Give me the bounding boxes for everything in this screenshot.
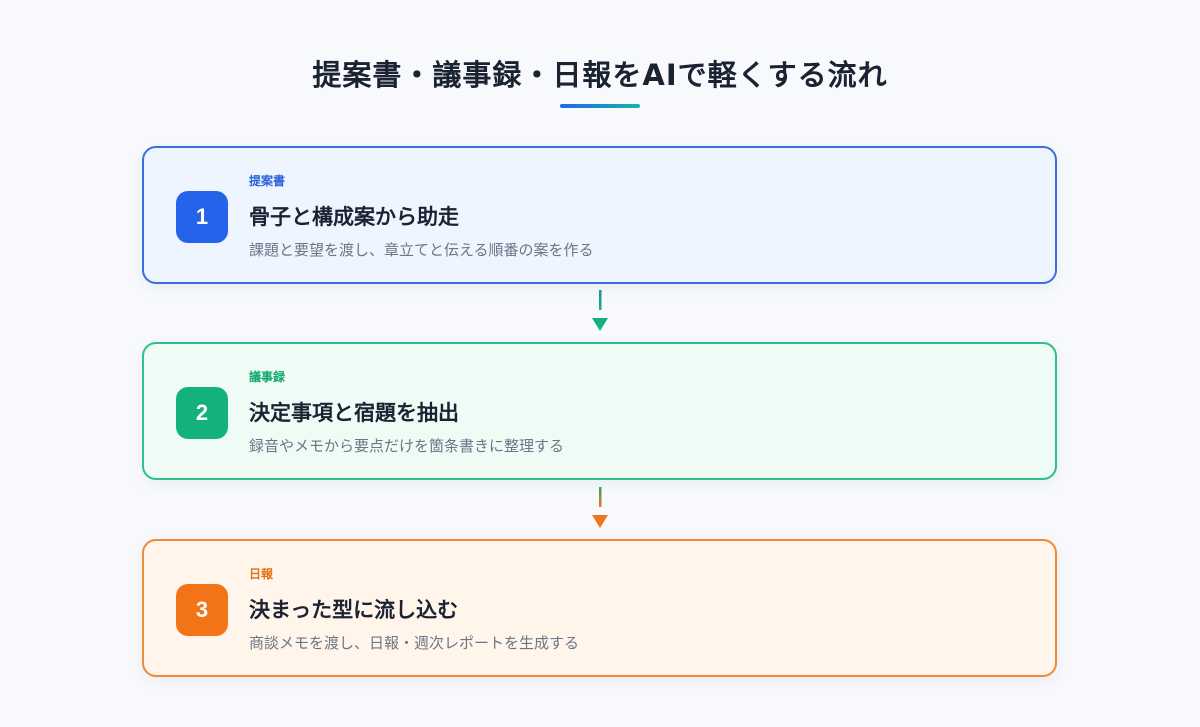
title-underline	[560, 104, 640, 108]
connector-arrow-2	[592, 487, 608, 528]
page-title: 提案書・議事録・日報をAIで軽くする流れ	[312, 58, 888, 92]
step-heading: 骨子と構成案から助走	[249, 205, 459, 229]
step-tag: 提案書	[249, 174, 286, 188]
connector-arrow-1	[592, 290, 608, 331]
step-heading: 決まった型に流し込む	[249, 598, 459, 622]
step-card-1: 1 提案書 骨子と構成案から助走 課題と要望を渡し、章立てと伝える順番の案を作る	[142, 146, 1057, 284]
step-number-badge: 1	[176, 191, 228, 243]
step-card-3: 3 日報 決まった型に流し込む 商談メモを渡し、日報・週次レポートを生成する	[142, 539, 1057, 677]
step-number-badge: 3	[176, 584, 228, 636]
step-tag: 日報	[249, 567, 274, 581]
step-description: 商談メモを渡し、日報・週次レポートを生成する	[249, 634, 580, 652]
step-tag: 議事録	[249, 370, 286, 384]
step-description: 課題と要望を渡し、章立てと伝える順番の案を作る	[249, 241, 594, 259]
step-description: 録音やメモから要点だけを箇条書きに整理する	[249, 437, 565, 455]
step-card-2: 2 議事録 決定事項と宿題を抽出 録音やメモから要点だけを箇条書きに整理する	[142, 342, 1057, 480]
step-heading: 決定事項と宿題を抽出	[249, 401, 459, 425]
step-number-badge: 2	[176, 387, 228, 439]
